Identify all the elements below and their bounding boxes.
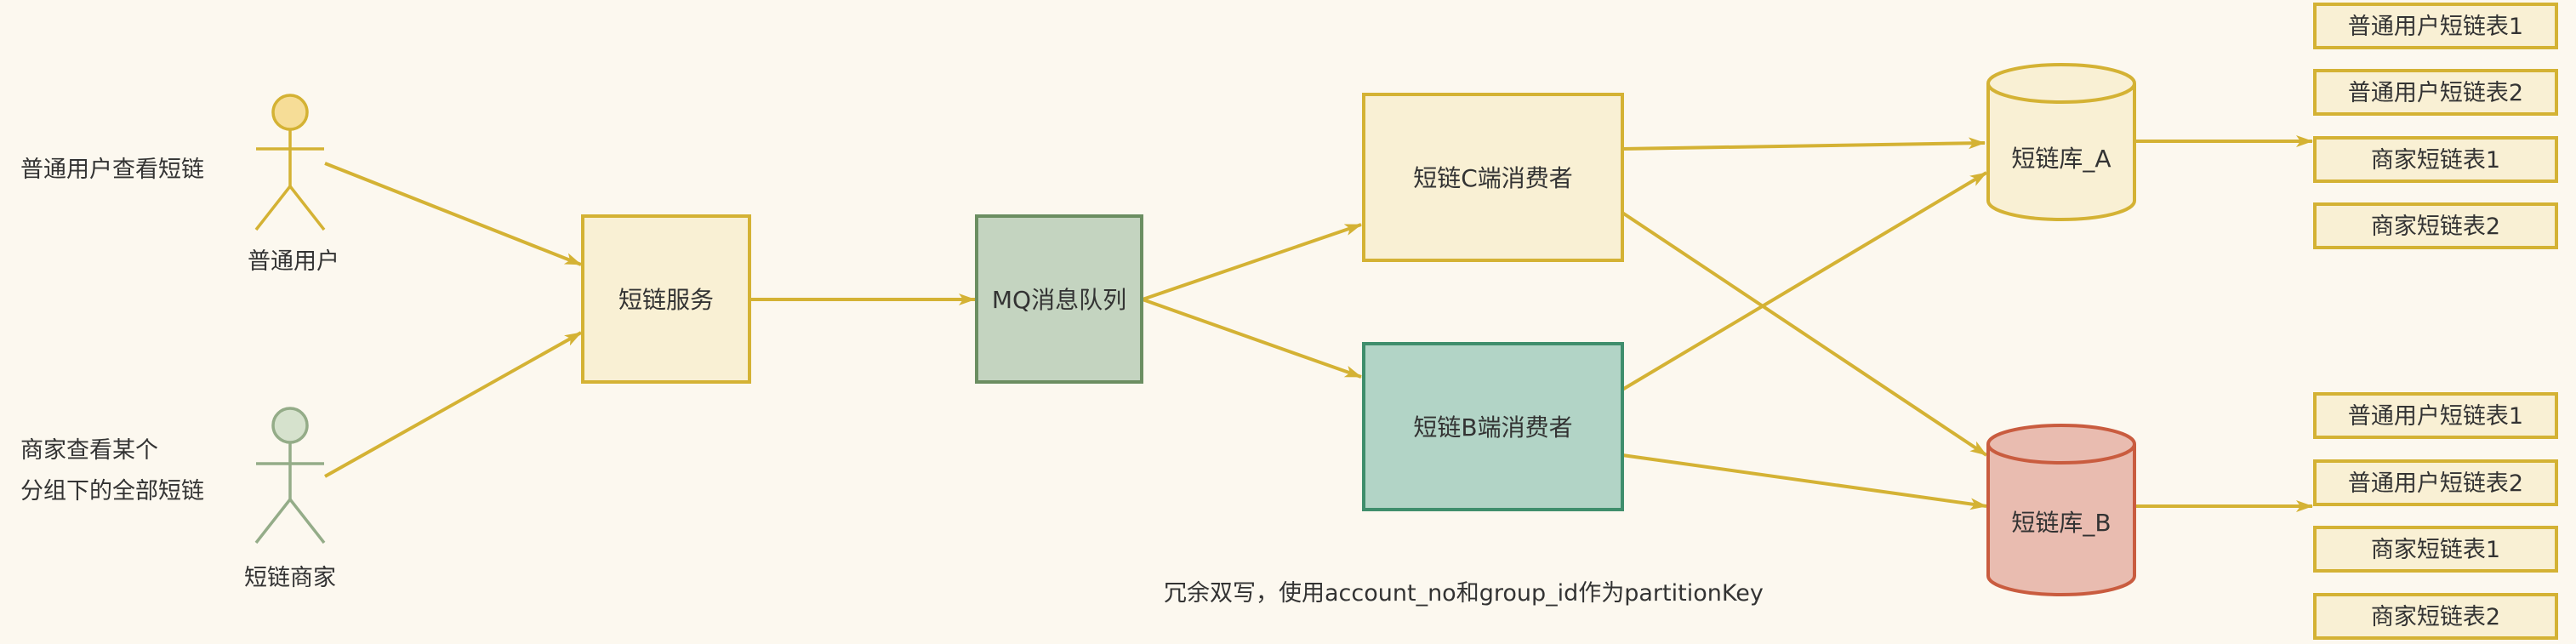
mq-box bbox=[975, 214, 1143, 384]
db-b-label: 短链库_B bbox=[2011, 509, 2111, 537]
actor-merchant-head bbox=[271, 407, 309, 444]
actor-user bbox=[254, 94, 326, 231]
short-link-service-label: 短链服务 bbox=[618, 286, 714, 314]
table-a-4-box bbox=[2313, 202, 2558, 249]
short-link-service-box bbox=[581, 214, 751, 384]
table-b-1-box bbox=[2313, 392, 2558, 439]
edge-c-consumer-to-db-b bbox=[1621, 211, 1988, 457]
user-action-note: 普通用户查看短链 bbox=[20, 157, 204, 183]
table-b-4-label: 商家短链表2 bbox=[2371, 604, 2500, 630]
table-a-2-box bbox=[2313, 69, 2558, 116]
table-b-4-box bbox=[2313, 593, 2558, 640]
edge-user-to-service bbox=[324, 162, 582, 266]
table-a-4-label: 商家短链表2 bbox=[2371, 214, 2500, 240]
db-a-top bbox=[1986, 63, 2136, 104]
table-a-1-box bbox=[2313, 3, 2558, 49]
edge-b-consumer-to-db-b bbox=[1621, 453, 1987, 510]
db-a-label: 短链库_A bbox=[2011, 145, 2111, 173]
table-a-3-label: 商家短链表1 bbox=[2371, 147, 2500, 174]
merchant-action-note-line2: 分组下的全部短链 bbox=[20, 478, 204, 504]
edge-b-consumer-to-db-a bbox=[1621, 171, 1988, 391]
db-b-body bbox=[1986, 444, 2136, 596]
table-b-3-label: 商家短链表1 bbox=[2371, 537, 2500, 563]
mq-label: MQ消息队列 bbox=[992, 286, 1126, 314]
table-a-3-box bbox=[2313, 136, 2558, 183]
edge-mq-to-b-consumer bbox=[1142, 298, 1362, 379]
table-b-3-box bbox=[2313, 526, 2558, 573]
table-b-2-box bbox=[2313, 459, 2558, 506]
edge-merchant-to-service bbox=[324, 331, 582, 478]
table-b-1-label: 普通用户短链表1 bbox=[2348, 403, 2523, 430]
edge-c-consumer-to-db-a bbox=[1621, 137, 1986, 151]
table-a-1-label: 普通用户短链表1 bbox=[2348, 14, 2523, 40]
c-consumer-label: 短链C端消费者 bbox=[1413, 164, 1573, 192]
db-b bbox=[1986, 424, 2136, 596]
actor-user-label: 普通用户 bbox=[248, 248, 339, 275]
edge-mq-to-c-consumer bbox=[1142, 223, 1362, 301]
b-consumer-label: 短链B端消费者 bbox=[1413, 413, 1572, 442]
actor-merchant-label: 短链商家 bbox=[244, 565, 336, 591]
c-consumer-box bbox=[1362, 93, 1624, 262]
db-b-top bbox=[1986, 424, 2136, 464]
edges bbox=[324, 135, 2313, 512]
tables-a: 普通用户短链表1 普通用户短链表2 商家短链表1 商家短链表2 bbox=[2313, 3, 2558, 249]
db-a-body bbox=[1986, 83, 2136, 221]
table-a-2-label: 普通用户短链表2 bbox=[2348, 80, 2523, 106]
tables-b: 普通用户短链表1 普通用户短链表2 商家短链表1 商家短链表2 bbox=[2313, 392, 2558, 640]
merchant-action-note-line1: 商家查看某个 bbox=[20, 437, 158, 464]
db-a bbox=[1986, 63, 2136, 221]
b-consumer-box bbox=[1362, 342, 1624, 511]
actor-user-head bbox=[271, 94, 309, 131]
actor-merchant bbox=[254, 407, 326, 544]
table-b-2-label: 普通用户短链表2 bbox=[2348, 470, 2523, 497]
redundant-write-note: 冗余双写，使用account_no和group_id作为partitionKey bbox=[1164, 580, 1764, 607]
